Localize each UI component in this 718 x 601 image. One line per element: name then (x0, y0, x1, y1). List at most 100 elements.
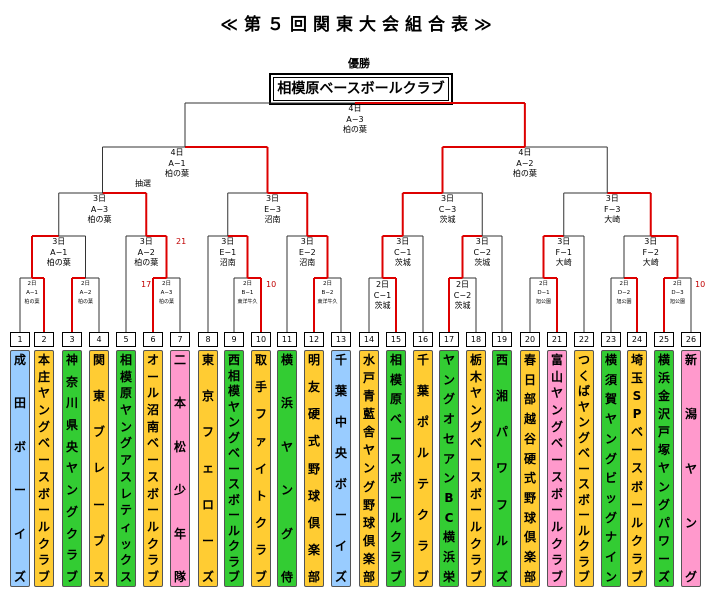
team-number: 22 (574, 332, 594, 347)
game-code: A−2 (137, 247, 155, 257)
team-number: 24 (627, 332, 647, 347)
game-code: E−2 (298, 247, 316, 257)
team-number: 13 (331, 332, 351, 347)
game-day: 3日 (52, 237, 66, 246)
team-number: 7 (170, 332, 190, 347)
game-code: F−1 (555, 247, 572, 257)
score-s17: 17 (141, 280, 152, 289)
game-venue: 柏の葉 (87, 215, 112, 224)
team-name: つくばヤングベースボールクラブ (574, 350, 594, 587)
game-venue: 茨城 (439, 215, 456, 224)
game-venue: 沼南 (299, 258, 316, 267)
game-day: 3日 (300, 237, 314, 246)
team-name: 横浜ヤング侍 (277, 350, 297, 587)
game-venue: 茨城 (474, 258, 491, 267)
game-venue: 旭公園 (669, 299, 685, 305)
game-venue: 柏の葉 (342, 125, 367, 134)
team-name: 二本松少年隊 (170, 350, 190, 587)
team-number: 2 (34, 332, 54, 347)
team-number: 8 (198, 332, 218, 347)
team-name: 関東ブレーブス (89, 350, 109, 587)
game-code: C−2 (453, 290, 472, 300)
game-venue: 沼南 (264, 215, 281, 224)
team-number: 1 (10, 332, 30, 347)
team-number: 26 (681, 332, 701, 347)
game-code: D−2 (617, 290, 631, 296)
team-name: 春日部越谷硬式野球倶楽部 (520, 350, 540, 587)
game-code: C−1 (373, 290, 392, 300)
team-number: 16 (413, 332, 433, 347)
game-venue: 沼南 (219, 258, 236, 267)
game-code: A−1 (50, 247, 68, 257)
game-day: 2日 (243, 281, 252, 287)
team-number: 18 (466, 332, 486, 347)
team-number: 6 (143, 332, 163, 347)
draw-label: 抽選 (135, 179, 151, 188)
score-s21: 21 (176, 237, 187, 246)
team-name: 栃木ヤングベースボールクラブ (466, 350, 486, 587)
team-number: 3 (62, 332, 82, 347)
game-day: 3日 (92, 194, 107, 203)
team-number: 10 (251, 332, 271, 347)
team-name: 明友硬式野球倶楽部 (304, 350, 324, 587)
page-title: ≪第５回関東大会組合表≫ (220, 15, 498, 35)
team-name: 新潟ヤング (681, 350, 701, 587)
team-name: オール沼南ベースボールクラブ (143, 350, 163, 587)
team-number: 9 (224, 332, 244, 347)
game-venue: 茨城 (374, 301, 391, 310)
team-name: 水戸青藍舎ヤング野球倶楽部 (359, 350, 379, 587)
team-name: 千葉中央ボーイズ (331, 350, 351, 587)
team-number: 12 (304, 332, 324, 347)
game-day: 2日 (81, 281, 90, 287)
game-day: 3日 (440, 194, 455, 203)
game-day: 2日 (375, 280, 390, 289)
team-number: 20 (520, 332, 540, 347)
team-number: 5 (116, 332, 136, 347)
game-day: 3日 (644, 237, 658, 246)
team-number: 25 (654, 332, 674, 347)
game-day: 2日 (619, 281, 629, 287)
team-name: 相模原ヤングアスレティックス (116, 350, 136, 587)
team-number: 14 (359, 332, 379, 347)
game-code: A−2 (79, 290, 92, 296)
team-name: 富山ヤングベースボールクラブ (547, 350, 567, 587)
score-s10b: 10 (695, 280, 706, 289)
game-code: A−1 (26, 290, 38, 296)
game-code: A−3 (346, 114, 364, 124)
game-code: C−1 (394, 247, 412, 257)
game-code: C−3 (438, 204, 457, 214)
game-venue: 大崎 (604, 215, 621, 224)
champion-box: 相模原ベースボールクラブ (269, 73, 453, 105)
game-day: 3日 (396, 237, 410, 246)
team-name: 神奈川県央ヤングクラブ (62, 350, 82, 587)
team-name: 西湘パワフルズ (492, 350, 512, 587)
game-code: D−1 (537, 290, 550, 296)
game-venue: 旭公園 (535, 299, 551, 305)
game-day: 3日 (605, 194, 619, 203)
team-number: 17 (439, 332, 459, 347)
game-venue: 柏の葉 (165, 169, 189, 178)
game-code: C−2 (473, 247, 491, 257)
game-day: 3日 (139, 237, 153, 246)
game-day: 4日 (518, 148, 532, 157)
